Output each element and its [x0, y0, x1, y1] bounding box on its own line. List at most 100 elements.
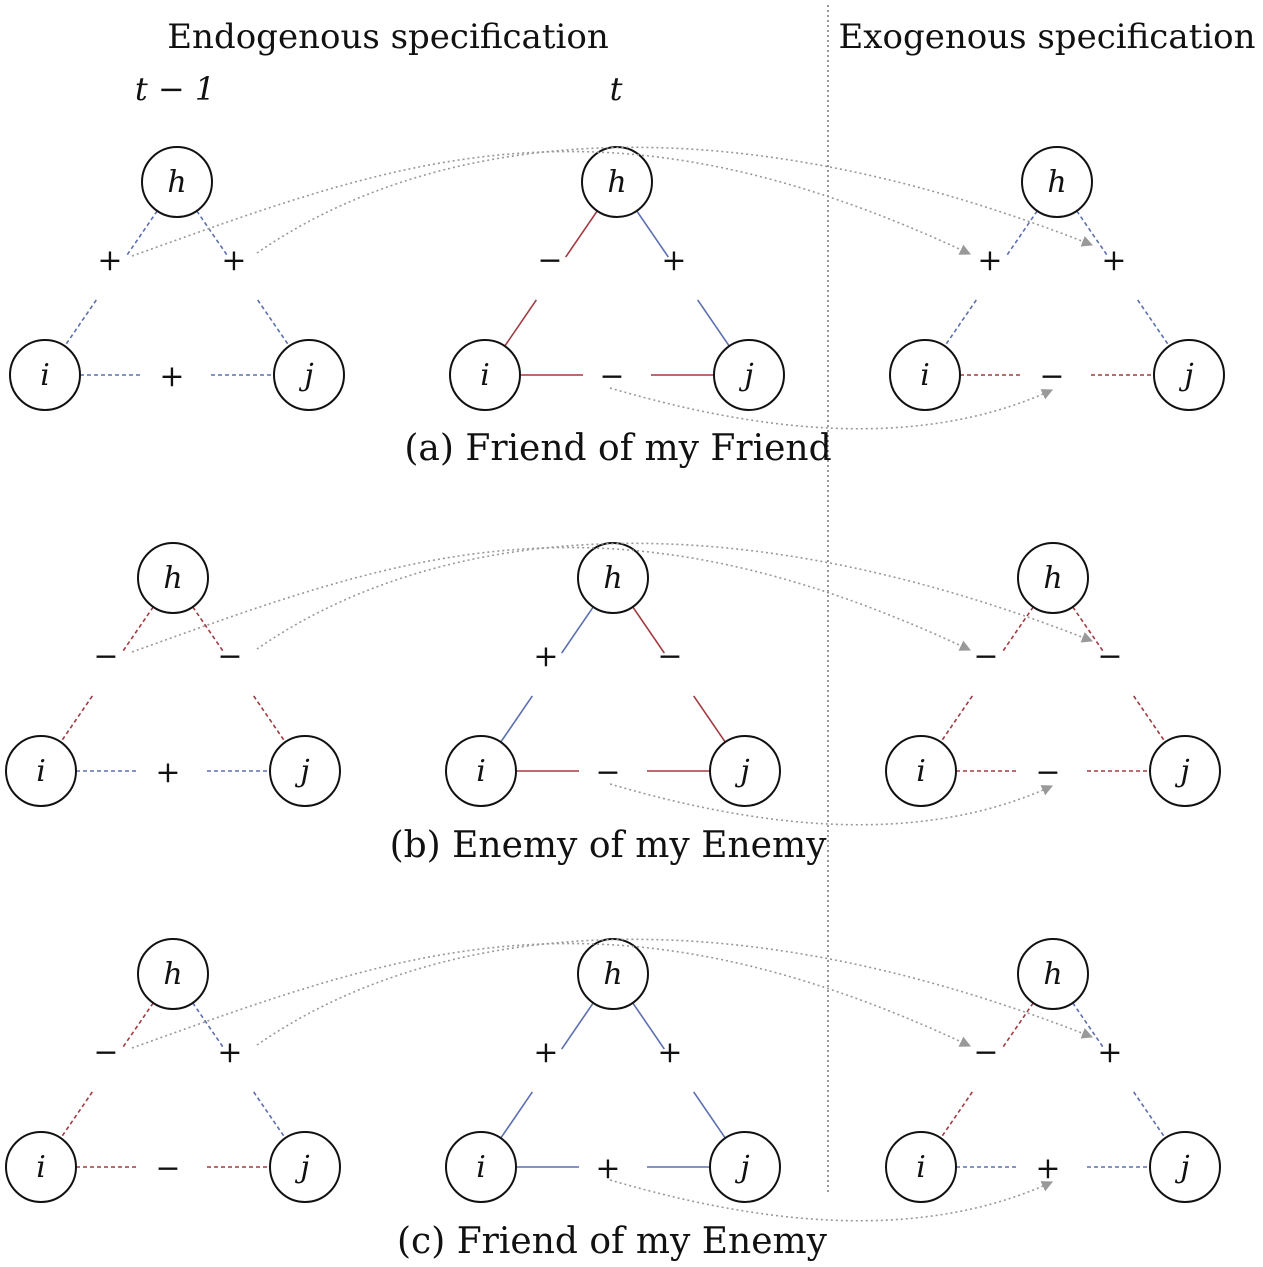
mapping-arrow-2-1 — [131, 546, 972, 653]
sign-ij-exo-1: − — [1039, 359, 1064, 394]
mapping-arrow-1-2 — [256, 146, 1094, 254]
sign-ij-exo-3: + — [1035, 1151, 1060, 1186]
node-label-i-prev-2: i — [36, 754, 46, 789]
node-j-prev-3 — [269, 1131, 341, 1203]
edge-hi-prev-1-seg1 — [125, 210, 158, 258]
sign-hj-prev-2: − — [217, 639, 242, 674]
sign-hj-exo-3: + — [1097, 1035, 1122, 1070]
node-label-i-exo-2: i — [916, 754, 926, 789]
edge-hi-prev-3-seg1 — [121, 1002, 154, 1050]
node-label-h-exo-2: h — [1043, 561, 1062, 596]
edge-hj-curr-2-seg2 — [693, 695, 726, 743]
node-j-curr-1 — [713, 339, 785, 411]
sign-hj-curr-2: − — [657, 639, 682, 674]
edge-hj-prev-1-seg2 — [257, 299, 290, 347]
node-label-h-prev-1: h — [167, 165, 186, 200]
sign-ij-curr-1: − — [599, 359, 624, 394]
node-i-exo-1 — [889, 339, 961, 411]
node-h-prev-1 — [141, 146, 213, 218]
node-j-prev-2 — [269, 735, 341, 807]
node-label-i-exo-1: i — [920, 358, 930, 393]
edge-hj-curr-1-seg1 — [636, 210, 669, 258]
panel-caption-3: (c) Friend of my Enemy — [397, 1221, 828, 1262]
edge-hj-prev-3-seg2 — [253, 1091, 286, 1139]
sign-hi-exo-2: − — [973, 639, 998, 674]
node-h-exo-3 — [1017, 938, 1089, 1010]
edge-hj-exo-1-seg1 — [1076, 210, 1109, 258]
edge-hi-curr-2-seg1 — [561, 606, 594, 654]
node-i-prev-2 — [5, 735, 77, 807]
sign-hi-prev-1: + — [97, 243, 122, 278]
node-i-curr-2 — [445, 735, 517, 807]
panel-caption-1: (a) Friend of my Friend — [404, 428, 831, 469]
mapping-arrow-1-1 — [131, 150, 972, 257]
edge-hj-exo-2-seg1 — [1072, 606, 1105, 654]
edge-hi-exo-3-seg2 — [940, 1091, 973, 1139]
edge-hi-exo-1-seg2 — [944, 299, 977, 347]
sign-ij-prev-3: − — [155, 1151, 180, 1186]
edge-hj-prev-2-seg1 — [192, 606, 225, 654]
node-label-h-exo-3: h — [1043, 957, 1062, 992]
node-label-h-curr-3: h — [603, 957, 622, 992]
sign-hi-exo-3: − — [973, 1035, 998, 1070]
edge-hi-prev-2-seg1 — [121, 606, 154, 654]
edge-hj-curr-1-seg2 — [697, 299, 730, 347]
node-h-prev-3 — [137, 938, 209, 1010]
node-j-prev-1 — [273, 339, 345, 411]
node-label-i-curr-3: i — [476, 1150, 486, 1185]
node-i-exo-3 — [885, 1131, 957, 1203]
node-i-curr-1 — [449, 339, 521, 411]
node-label-h-curr-1: h — [607, 165, 626, 200]
edge-hi-curr-3-seg2 — [500, 1091, 533, 1139]
node-i-exo-2 — [885, 735, 957, 807]
edge-hj-curr-3-seg2 — [693, 1091, 726, 1139]
edge-hi-prev-1-seg2 — [64, 299, 97, 347]
mapping-arrows-3 — [131, 938, 1094, 1222]
time-label-curr: t — [610, 70, 623, 108]
edge-hi-curr-1-seg2 — [504, 299, 537, 347]
edge-hj-prev-1-seg1 — [196, 210, 229, 258]
node-h-exo-1 — [1021, 146, 1093, 218]
sign-ij-prev-2: + — [155, 755, 180, 790]
edge-hj-curr-2-seg1 — [632, 606, 665, 654]
time-label-prev: t − 1 — [135, 70, 215, 108]
sign-hi-curr-2: + — [533, 639, 558, 674]
edge-hi-curr-1-seg1 — [565, 210, 598, 258]
edge-hj-exo-1-seg2 — [1137, 299, 1170, 347]
sign-hi-prev-2: − — [93, 639, 118, 674]
node-label-h-exo-1: h — [1047, 165, 1066, 200]
edge-hi-curr-2-seg2 — [500, 695, 533, 743]
edge-hj-exo-3-seg2 — [1133, 1091, 1166, 1139]
edge-hj-exo-2-seg2 — [1133, 695, 1166, 743]
sign-hj-exo-2: − — [1097, 639, 1122, 674]
edge-hj-prev-2-seg2 — [253, 695, 286, 743]
edge-hi-curr-3-seg1 — [561, 1002, 594, 1050]
mapping-arrow-3-2 — [256, 938, 1094, 1046]
edge-hi-prev-2-seg2 — [60, 695, 93, 743]
sign-ij-prev-1: + — [159, 359, 184, 394]
edge-hj-prev-3-seg1 — [192, 1002, 225, 1050]
mapping-arrow-1-3 — [609, 387, 1054, 430]
mapping-arrow-3-1 — [131, 942, 972, 1049]
sign-ij-exo-2: − — [1035, 755, 1060, 790]
sign-ij-curr-3: + — [595, 1151, 620, 1186]
edge-hi-prev-3-seg2 — [60, 1091, 93, 1139]
sign-hi-curr-3: + — [533, 1035, 558, 1070]
edge-hi-exo-2-seg2 — [940, 695, 973, 743]
sign-hj-curr-3: + — [657, 1035, 682, 1070]
edge-hi-exo-3-seg1 — [1001, 1002, 1034, 1050]
node-label-i-prev-3: i — [36, 1150, 46, 1185]
node-label-i-curr-2: i — [476, 754, 486, 789]
node-label-h-prev-3: h — [163, 957, 182, 992]
node-h-exo-2 — [1017, 542, 1089, 614]
